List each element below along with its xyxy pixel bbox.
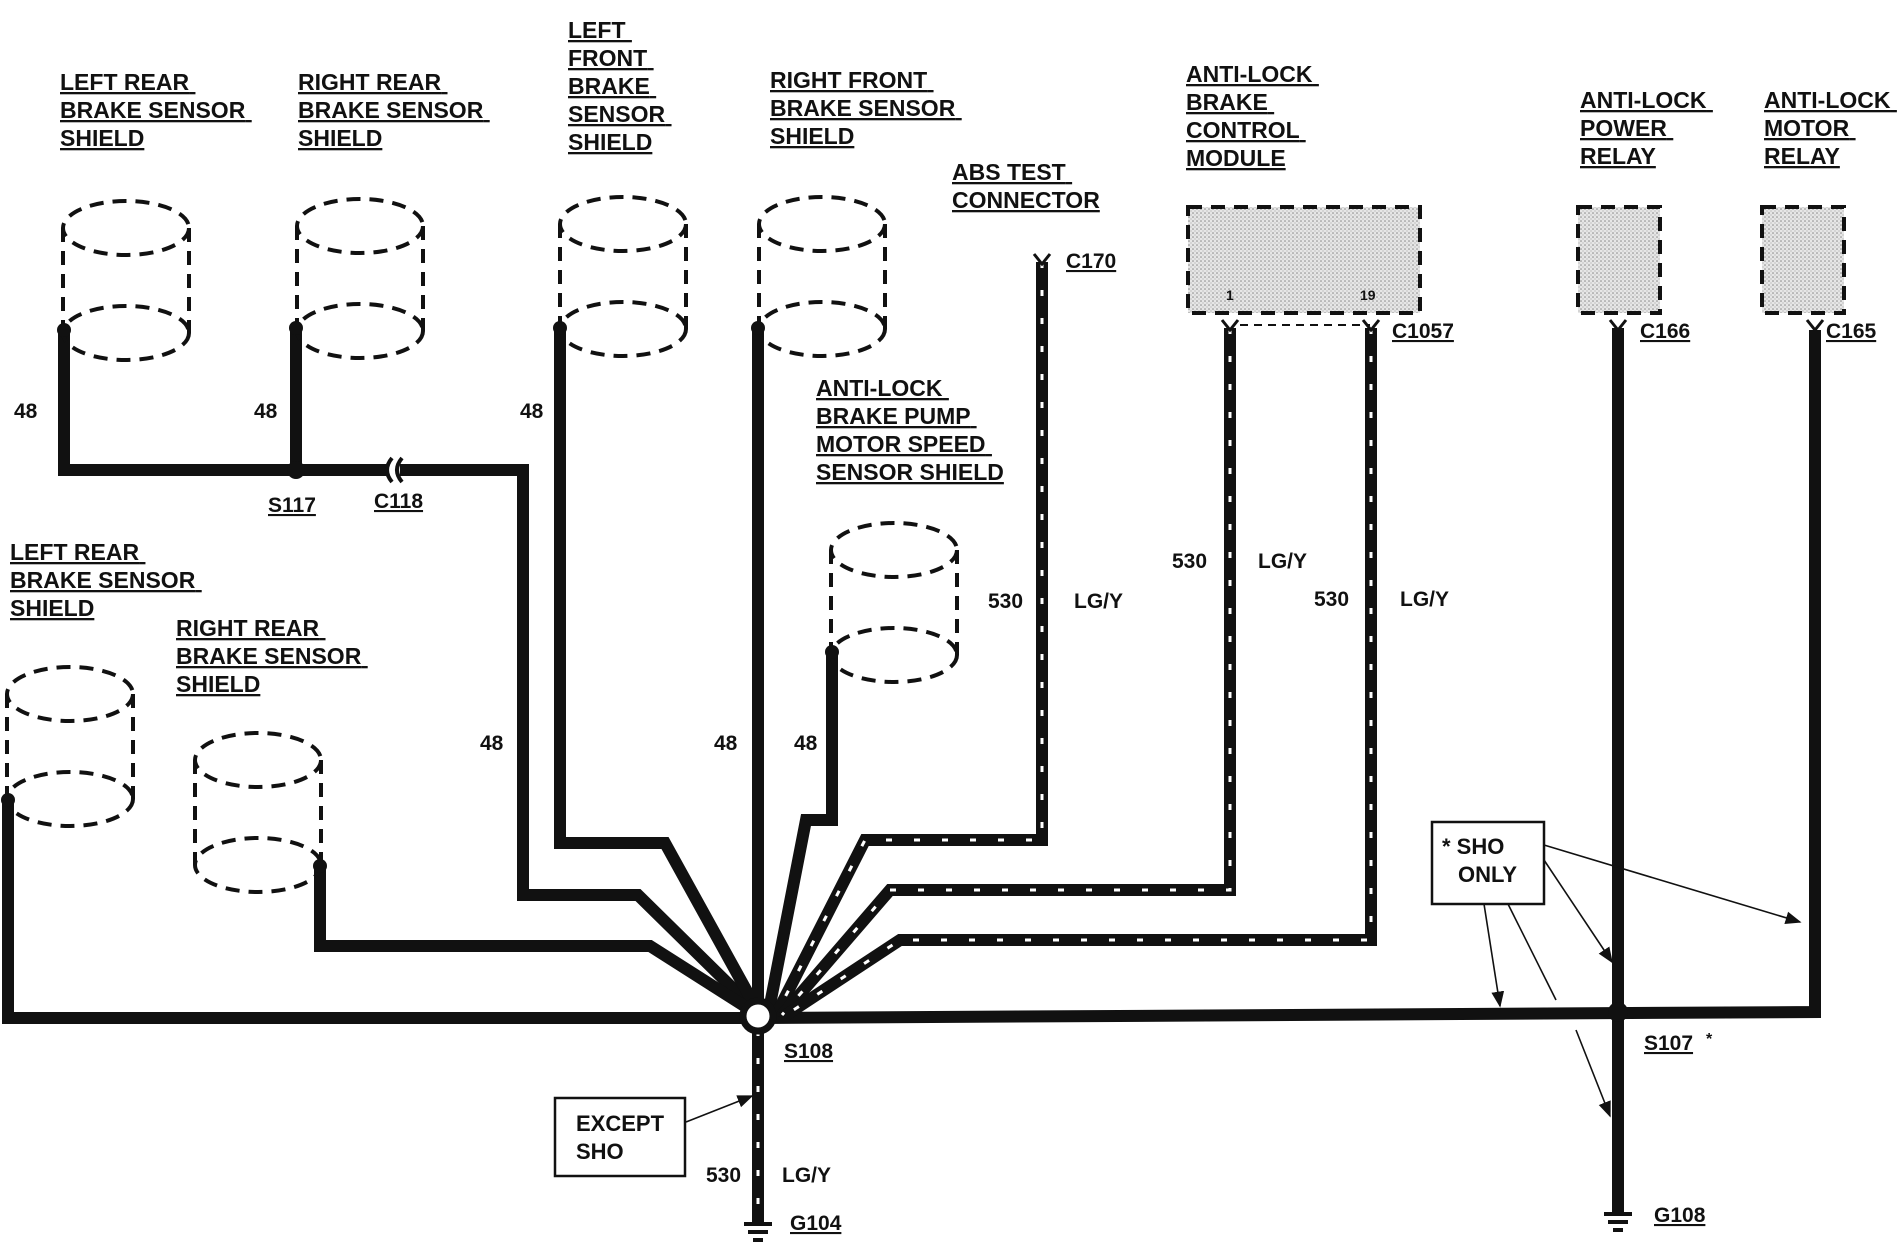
s117-splice-dot (287, 461, 305, 479)
wire-530-module-pin19-stripe (785, 328, 1373, 1017)
label-sho-only: * SHO ONLY (1442, 834, 1517, 887)
label-c165: C165 (1826, 320, 1877, 343)
connector-terminals (1032, 253, 1825, 333)
label-color-lgy-c: LG/Y (1400, 588, 1449, 611)
label-s107-mark: * (1706, 1031, 1713, 1048)
wire-right-rear-bottom (314, 865, 764, 1022)
label-circuit-530-a: 530 (988, 590, 1023, 613)
label-color-lgy-b: LG/Y (1258, 550, 1307, 573)
label-c170: C170 (1066, 250, 1116, 273)
wire-48-left-rear-top (58, 328, 296, 476)
shield-right-front (757, 195, 887, 358)
label-circuit-48-c: 48 (520, 400, 544, 423)
label-rr-shield-top: RIGHT REAR BRAKE SENSOR SHIELD (298, 69, 490, 151)
wire-48-c118-s108 (400, 464, 765, 1020)
label-s107: S107 (1644, 1032, 1693, 1055)
label-s108: S108 (784, 1040, 833, 1063)
label-circuit-530-d: 530 (706, 1164, 741, 1187)
g108-ground-symbol (1604, 1212, 1632, 1232)
wire-48-left-front (554, 326, 766, 1018)
label-color-lgy-a: LG/Y (1074, 590, 1123, 613)
motor-relay-box (1760, 205, 1846, 315)
label-lr-shield-top: LEFT REAR BRAKE SENSOR SHIELD (60, 69, 252, 151)
label-c118: C118 (374, 490, 423, 513)
s107-splice-dot (1608, 1002, 1628, 1022)
label-circuit-48-a: 48 (14, 400, 38, 423)
label-circuit-48-e: 48 (714, 732, 738, 755)
label-lr-shield-bottom: LEFT REAR BRAKE SENSOR SHIELD (10, 539, 202, 621)
wire-530-module-pin1-stripe (780, 328, 1232, 1016)
label-rf-shield: RIGHT FRONT BRAKE SENSOR SHIELD (770, 67, 962, 149)
label-circuit-48-b: 48 (254, 400, 278, 423)
label-s117: S117 (268, 494, 316, 517)
shield-pump-motor (829, 521, 959, 684)
shield-right-rear-top (295, 197, 425, 360)
shield-right-rear-bottom (193, 731, 323, 894)
label-circuit-530-b: 530 (1172, 550, 1207, 573)
shield-left-rear-bottom (5, 665, 135, 828)
label-g108: G108 (1654, 1204, 1706, 1227)
label-lf-shield: LEFT FRONT BRAKE SENSOR SHIELD (568, 17, 672, 155)
sho-only-box (1430, 820, 1546, 906)
wires (2, 262, 1821, 1222)
wire-530-abs-test (770, 262, 1048, 1018)
label-power-relay: ANTI-LOCK POWER RELAY (1580, 87, 1713, 169)
label-c1057: C1057 (1392, 320, 1454, 343)
label-module-pin-1: 1 (1226, 287, 1234, 303)
label-color-lgy-d: LG/Y (782, 1164, 831, 1187)
label-pump-shield: ANTI-LOCK BRAKE PUMP MOTOR SPEED SENSOR … (816, 375, 1004, 485)
shield-attach-points (1, 321, 839, 873)
power-relay-box (1576, 205, 1662, 315)
label-motor-relay: ANTI-LOCK MOTOR RELAY (1764, 87, 1897, 169)
annotation-arrows (685, 844, 1802, 1123)
except-sho-box (553, 1096, 687, 1178)
shield-left-front (558, 195, 688, 358)
label-circuit-530-c: 530 (1314, 588, 1349, 611)
label-abs-test-connector: ABS TEST CONNECTOR (952, 159, 1100, 213)
label-module-pin-19: 19 (1360, 287, 1376, 303)
c118-connector-symbol (385, 456, 404, 484)
label-rr-shield-bottom: RIGHT REAR BRAKE SENSOR SHIELD (176, 615, 368, 697)
shield-left-rear-top (61, 199, 191, 362)
label-abs-module: ANTI-LOCK BRAKE CONTROL MODULE (1186, 61, 1319, 171)
label-circuit-48-f: 48 (794, 732, 818, 755)
g104-ground-symbol (744, 1222, 772, 1242)
label-except-sho: EXCEPT SHO (576, 1111, 670, 1164)
s108-splice (739, 997, 777, 1035)
abs-module-box (1186, 205, 1422, 315)
label-g104: G104 (790, 1212, 842, 1235)
label-c166: C166 (1640, 320, 1690, 343)
wire-48-pump-shield (762, 652, 838, 1017)
label-circuit-48-d: 48 (480, 732, 504, 755)
